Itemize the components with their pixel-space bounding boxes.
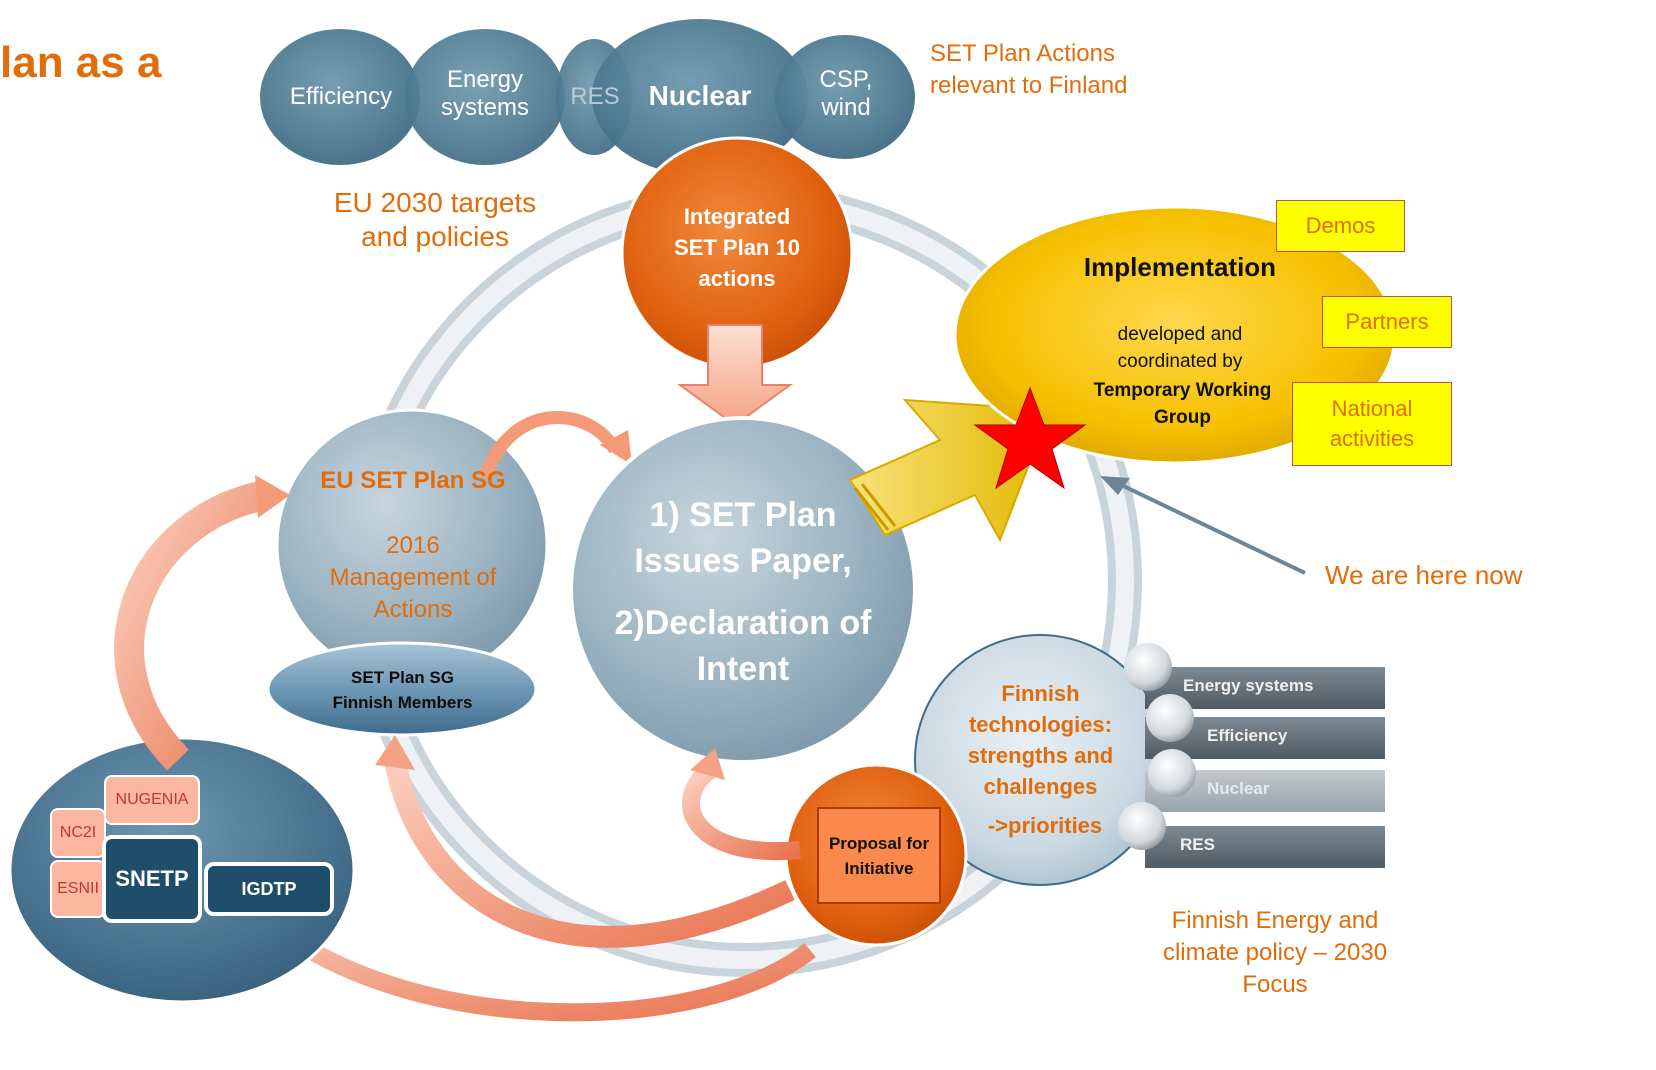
bubble-label-energy-systems: Energy systems <box>440 66 529 121</box>
esnii-box: ESNII <box>50 860 106 918</box>
bubble-label-efficiency: Efficiency <box>289 83 393 110</box>
finnish-members-oval <box>266 641 538 737</box>
integrated-set-plan-label: Integrated SET Plan 10 actions <box>674 204 800 291</box>
tech-item-res: RES <box>1180 835 1215 854</box>
policy-note: Finnish Energy and climate policy – 2030… <box>1162 906 1388 998</box>
tech-item-efficiency: Efficiency <box>1207 726 1288 745</box>
bubble-energy-systems <box>405 29 565 165</box>
curved-arrow-platforms-to-sg <box>114 480 269 771</box>
tech-item-nuclear: Nuclear <box>1207 779 1270 798</box>
curved-arrow-proposal-to-members <box>384 758 795 948</box>
bubble-label-res: RES <box>570 83 620 110</box>
we-are-here-arrow <box>1114 480 1306 575</box>
down-arrow <box>676 324 794 427</box>
snetp-box: SNETP <box>102 835 202 923</box>
bubble-label-csp-wind: CSP, wind <box>819 66 873 121</box>
nc2i-box: NC2I <box>50 808 106 858</box>
tech-item-energy-systems: Energy systems <box>1183 676 1314 695</box>
bubble-csp-wind <box>775 35 915 159</box>
nugenia-box: NUGENIA <box>104 775 200 825</box>
we-are-here-label: We are here now <box>1325 560 1523 590</box>
finnish-tech-title: Finnish technologies: strengths and chal… <box>967 681 1114 799</box>
finnish-members-label: SET Plan SG Finnish Members <box>332 668 473 712</box>
center-circle-line1: 1) SET Plan Issues Paper, <box>634 495 852 580</box>
proposal-label: Proposal for Initiative <box>828 834 930 878</box>
set-plan-actions-note: SET Plan Actions relevant to Finland <box>930 40 1128 99</box>
implementation-group: Temporary Working Group <box>1093 380 1272 428</box>
bubble-label-nuclear: Nuclear <box>648 80 752 111</box>
bubble-nuclear <box>592 19 808 175</box>
curved-arrow-sg-to-center <box>478 411 621 481</box>
finnish-tech-priorities: ->priorities <box>987 813 1103 838</box>
curved-arrow-proposal-to-center <box>682 762 801 861</box>
center-circle <box>569 416 917 764</box>
eu-targets-note: EU 2030 targets and policies <box>333 187 537 252</box>
page-title-fragment: lan as a <box>0 38 162 87</box>
red-star <box>973 386 1087 490</box>
callout-national-activities: National activities <box>1292 382 1452 466</box>
implementation-text: developed and coordinated by <box>1117 324 1243 372</box>
center-circle-line2: 2)Declaration of Intent <box>614 603 872 688</box>
callout-partners: Partners <box>1322 296 1452 348</box>
igdtp-box: IGDTP <box>204 862 334 916</box>
bubble-efficiency <box>260 29 420 165</box>
implementation-title: Implementation <box>1083 251 1277 282</box>
tech-bars <box>1118 643 1385 868</box>
eu-set-plan-sg-subtitle: 2016 Management of Actions <box>329 532 497 623</box>
callout-demos: Demos <box>1276 200 1405 252</box>
eu-set-plan-sg-title: EU SET Plan SG <box>320 467 506 494</box>
